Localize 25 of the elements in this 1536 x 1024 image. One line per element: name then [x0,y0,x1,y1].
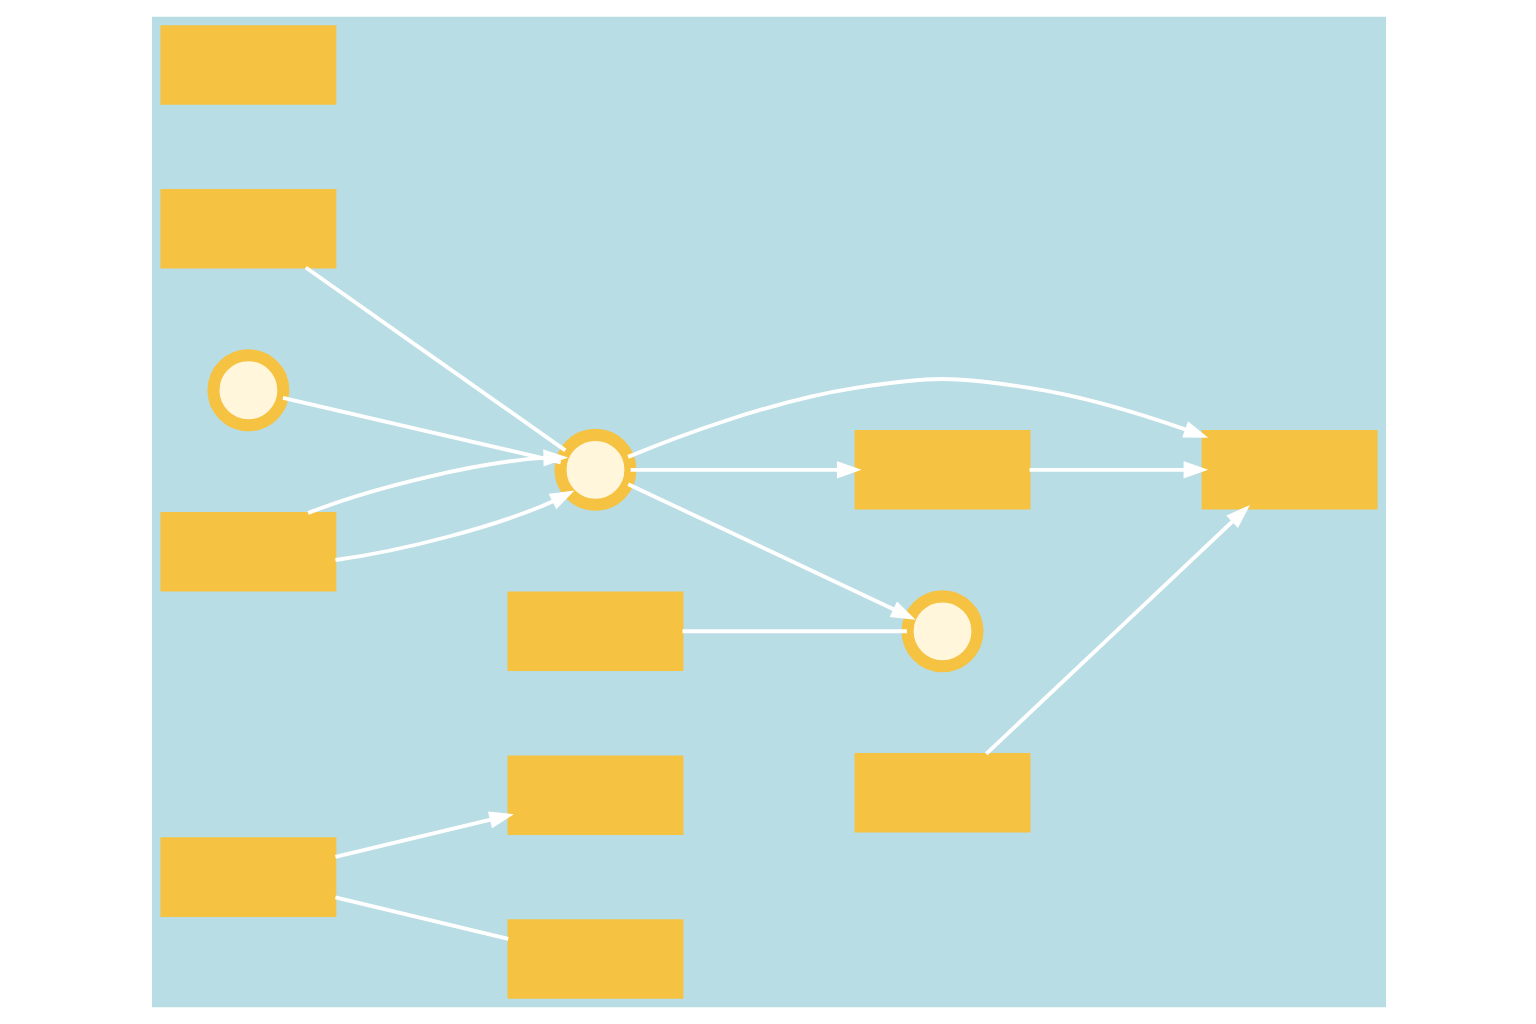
node-box [853,753,1030,833]
arrow [334,490,574,562]
node-box [159,837,336,917]
arrow [333,811,513,859]
arrow [626,482,915,620]
connector [281,395,561,465]
node-circle [900,590,983,673]
node-circle [206,349,289,432]
node-box [159,25,336,105]
node-box [159,189,336,269]
node-circle [553,428,636,511]
arrow [1028,461,1208,479]
connector [333,895,508,941]
node-box [853,430,1030,510]
node-box [506,919,683,999]
node-box [506,591,683,672]
arrow [983,504,1249,756]
arrow [626,377,1208,459]
arrow [629,461,861,479]
arrow [306,449,568,515]
connector [303,265,566,452]
connector [681,629,906,634]
node-box [506,755,683,835]
node-box [1200,430,1377,510]
node-box [159,512,336,592]
